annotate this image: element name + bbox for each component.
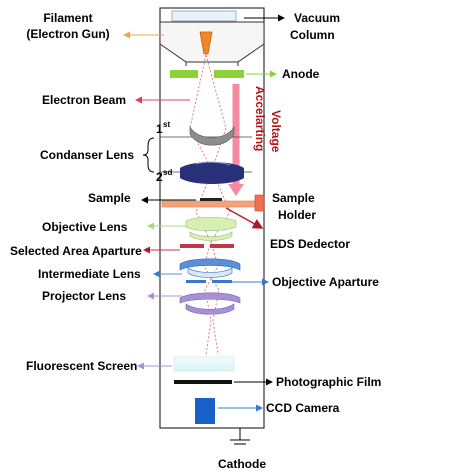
label-vacuum: Vacuum	[294, 11, 340, 25]
anode-plate-right	[214, 70, 244, 78]
label-projector-lens: Projector Lens	[42, 289, 126, 303]
label-sample: Sample	[88, 191, 131, 205]
photographic-film	[174, 380, 232, 384]
selected-area-aperture-right	[210, 244, 234, 248]
label-objective-aperture: Objective Aparture	[272, 275, 379, 289]
objective-aperture-right	[212, 280, 232, 283]
label-eds-detector: EDS Dedector	[270, 237, 350, 251]
label-column: Column	[290, 28, 335, 42]
label-cathode: Cathode	[218, 457, 266, 471]
intermediate-lens-top	[179, 258, 241, 271]
label-photographic-film: Photographic Film	[276, 375, 381, 389]
label-second-sup: sd	[163, 168, 172, 177]
sample-specimen	[200, 198, 222, 201]
objective-lens-bottom	[189, 231, 233, 241]
label-filament: Filament	[43, 11, 92, 25]
eds-detector-arrow	[225, 207, 264, 229]
anode-plate-left	[170, 70, 198, 78]
label-intermediate-lens: Intermediate Lens	[38, 267, 141, 281]
label-accelerating: Accelarting	[253, 86, 267, 151]
intermediate-lens-bottom	[187, 267, 233, 278]
label-ccd-camera: CCD Camera	[266, 401, 340, 415]
objective-lens-top	[185, 216, 237, 232]
label-electron-gun: (Electron Gun)	[26, 27, 109, 41]
label-second-num: 2	[156, 170, 163, 184]
sample-holder-rod	[161, 200, 257, 208]
label-first-sup: st	[163, 120, 170, 129]
filament-tip	[199, 31, 213, 55]
label-fluorescent-screen: Fluorescent Screen	[26, 359, 137, 373]
sample-holder-knob	[254, 194, 265, 212]
label-selected-area-aperture: Selected Area Aparture	[10, 244, 142, 258]
label-objective-lens: Objective Lens	[42, 220, 128, 234]
projector-lens-bottom	[185, 303, 235, 315]
fluorescent-screen	[173, 356, 235, 372]
label-voltage: Voltage	[269, 110, 283, 153]
label-anode: Anode	[282, 67, 320, 81]
label-condenser-lens: Condanser Lens	[40, 148, 134, 162]
condenser-lens-2	[180, 162, 244, 184]
condenser-bracket	[142, 137, 155, 173]
vacuum-top-window	[171, 10, 237, 22]
label-electron-beam: Electron Beam	[42, 93, 126, 107]
label-first-num: 1	[156, 122, 163, 136]
label-sample-holder-1: Sample	[272, 191, 315, 205]
label-sample-holder-2: Holder	[278, 208, 316, 222]
projector-lens-top	[179, 292, 241, 304]
ccd-camera	[195, 398, 215, 424]
selected-area-aperture-left	[180, 244, 204, 248]
objective-aperture-left	[186, 280, 206, 283]
condenser-lens-1	[189, 125, 235, 146]
